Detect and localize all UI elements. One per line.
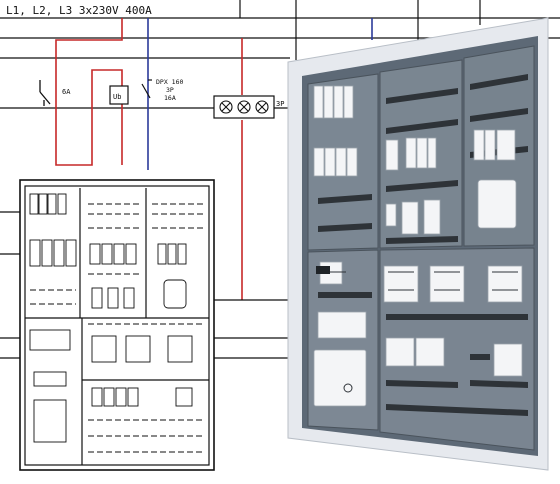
cabinet-layout-2d xyxy=(19,179,215,471)
breaker-symbol xyxy=(39,80,51,106)
rcd-label-line-1: DPX 160 xyxy=(156,78,183,86)
relay-symbol-label: Ub xyxy=(113,93,121,101)
phase-wires xyxy=(55,18,243,300)
rcd-switch-symbol xyxy=(141,79,152,99)
lamp-group-label: 3P xyxy=(276,100,284,108)
rcd-label-line-3: 16A xyxy=(164,94,176,102)
rcd-label-line-2: 3P xyxy=(166,86,174,94)
cabinet-render-3d xyxy=(287,17,549,471)
lamp-icon-group xyxy=(219,100,269,114)
supply-label: L1, L2, L3 3x230V 400A xyxy=(6,4,152,17)
rotary-switch-handle xyxy=(316,266,330,274)
layout-rails xyxy=(30,203,204,453)
feeder-lines xyxy=(0,211,290,359)
layout-modules xyxy=(29,193,193,443)
relay-box xyxy=(109,85,129,105)
breaker-rating-label: 6A xyxy=(62,88,71,96)
